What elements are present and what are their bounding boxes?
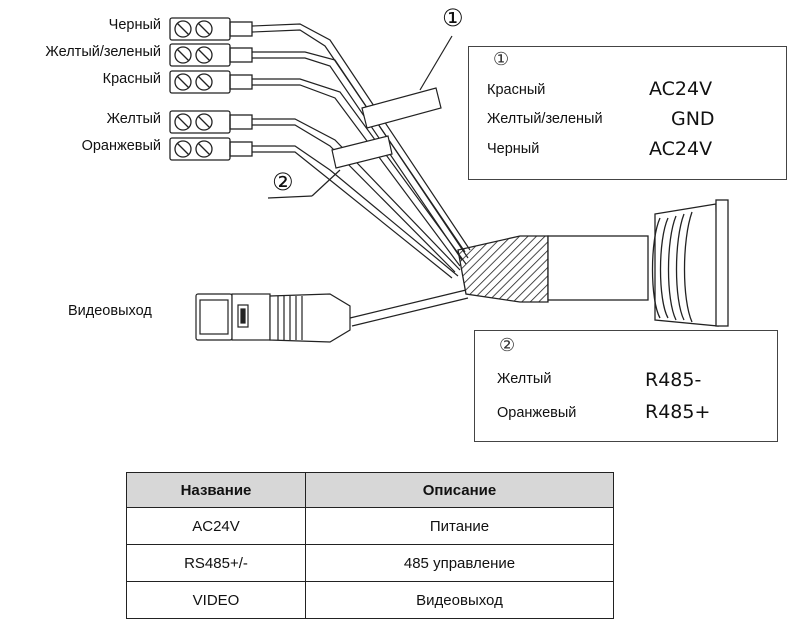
video-cable [349,289,469,327]
label-orange: Оранжевый [81,138,161,154]
terminal-yellow [169,110,253,134]
main-cable [457,199,729,327]
legend-box-power: ① Красный AC24V Желтый/зеленый GND Черны… [468,46,787,180]
box1-row-code: AC24V [649,138,713,160]
label-yellow-green: Желтый/зеленый [45,44,161,60]
table-header-row: Название Описание [126,472,614,508]
box1-row-label: Черный [487,141,540,157]
terminal-black [169,17,253,41]
bnc-connector [195,293,351,343]
box2-row-code: R485+ [645,401,711,423]
box1-row-label: Желтый/зеленый [487,111,603,127]
box1-row-code: AC24V [649,78,713,100]
terminal-red [169,70,253,94]
table-cell-name: RS485+/- [126,544,306,582]
label-video-out: Видеовыход [68,303,152,319]
table-cell-name: VIDEO [126,581,306,619]
wires [251,23,471,279]
callout-one-marker: ① [442,4,464,32]
terminal-orange [169,137,253,161]
callout-two-marker: ② [272,168,294,196]
callout-leaders [267,35,453,199]
table-cell-description: Видеовыход [305,581,614,619]
table-cell-description: Питание [305,507,614,545]
label-black: Черный [108,17,161,33]
box2-row-label: Оранжевый [497,405,577,421]
box2-marker: ② [499,335,516,356]
box2-row-code: R485- [645,369,702,391]
box1-row-label: Красный [487,82,546,98]
table-cell-name: AC24V [126,507,306,545]
table-header-description: Описание [305,472,614,508]
sleeves [331,87,442,169]
table-row: AC24V Питание [126,507,614,545]
legend-box-rs485: ② Желтый R485- Оранжевый R485+ [474,330,778,442]
box2-row-label: Желтый [497,371,552,387]
label-yellow: Желтый [106,111,161,127]
connector-table: Название Описание AC24V Питание RS485+/-… [126,472,614,619]
terminal-yellow-green [169,43,253,67]
box1-marker: ① [493,49,510,70]
terminal-blocks [169,17,253,161]
box1-row-code: GND [671,108,715,130]
label-red: Красный [102,71,161,87]
table-row: VIDEO Видеовыход [126,581,614,619]
table-cell-description: 485 управление [305,544,614,582]
table-header-name: Название [126,472,306,508]
table-row: RS485+/- 485 управление [126,544,614,582]
